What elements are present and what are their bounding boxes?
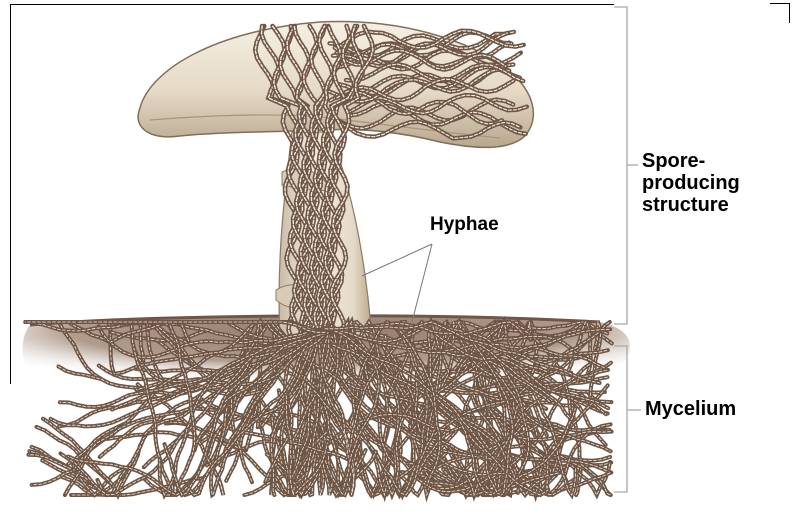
spore-label-line-2: producing: [642, 172, 792, 194]
hyphae-leader-1: [362, 244, 432, 276]
mycelium-label: Mycelium: [645, 398, 736, 420]
hyphae-label: Hyphae: [430, 214, 499, 236]
spore-label-line-1: Spore-: [642, 150, 792, 172]
hyphae-leader-2: [412, 244, 432, 322]
spore-label-line-3: structure: [642, 194, 792, 216]
spore-structure-bracket: [614, 7, 627, 324]
spore-producing-structure-label: Spore- producing structure: [642, 150, 792, 216]
